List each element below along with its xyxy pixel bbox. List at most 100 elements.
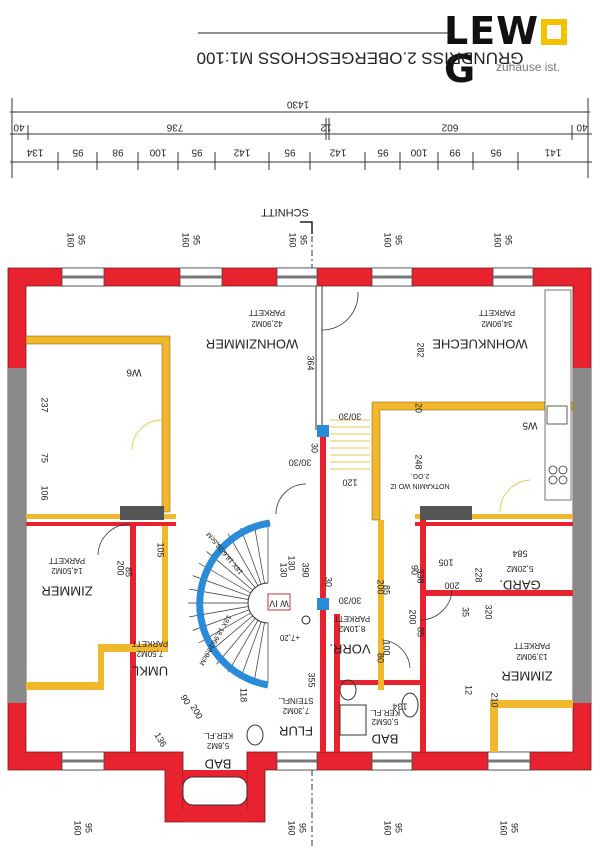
room-dimension: 237 <box>40 397 50 412</box>
window-width-label: 95 <box>394 823 404 833</box>
room-dimension: 364 <box>306 355 316 370</box>
dim-segment: 95 <box>72 146 84 157</box>
room-dimension: 20 <box>414 403 424 413</box>
room-dimension: 200 <box>444 581 459 591</box>
dim-total: 1430 <box>286 98 309 109</box>
window-width-label: 95 <box>504 235 514 245</box>
room-dimension: 120 <box>342 478 357 488</box>
window-height-label: 160 <box>499 820 509 835</box>
room-dimension: 130 <box>287 555 297 570</box>
stair-core <box>247 582 269 624</box>
kitchen-counter <box>544 289 572 501</box>
room-dimension: 30/30 <box>339 412 362 422</box>
stair-step <box>253 524 265 584</box>
logo-tagline: zuhause ist. <box>496 60 561 74</box>
room-name: UMKL <box>132 664 168 679</box>
room-area: 13,90M2 <box>516 652 548 661</box>
segment-ticks <box>11 152 589 170</box>
level-marker-icon <box>301 615 311 625</box>
windows <box>61 267 534 771</box>
room-name: GARD. <box>499 578 540 593</box>
stair-step <box>227 620 259 673</box>
room-area: 34,90M2 <box>481 319 513 328</box>
room-floor: PARKETT <box>132 639 168 648</box>
dim-segment: 99 <box>449 146 461 157</box>
zimmer-left-partition <box>26 526 168 690</box>
w6-marker: W6 <box>126 366 141 377</box>
logo-brand-right: G <box>444 47 477 91</box>
room-dimension: 80 <box>376 653 386 663</box>
room-name: WOHNKUECHE <box>432 337 528 352</box>
room-dimension: 248 <box>414 454 424 469</box>
room-dimension: 75 <box>40 453 50 463</box>
dim-segment: 95 <box>191 146 203 157</box>
room-dimension: 30/30 <box>339 596 362 606</box>
room-area: 7,50M2 <box>136 649 163 658</box>
stair-railing <box>196 519 271 689</box>
room-area: 5,8M2 <box>206 741 229 750</box>
window-width-label: 95 <box>77 235 87 245</box>
window-height-label: 160 <box>288 232 298 247</box>
room-name: ZIMMER <box>41 584 92 599</box>
stair-lower-flight <box>330 419 370 470</box>
lewog-logo: LEWG zuhause ist. <box>444 12 594 88</box>
room-name: ZIMMER <box>501 669 552 684</box>
dim-segment: 95 <box>490 146 502 157</box>
left-wall-grey <box>8 368 26 703</box>
doors-yellow <box>131 419 531 513</box>
room-area: 14,50M2 <box>51 566 83 575</box>
spiral-staircase <box>188 519 311 689</box>
partition-vorr <box>378 520 384 690</box>
partition-red-left <box>26 522 176 526</box>
room-dimension: 85 <box>124 567 134 577</box>
right-wall-grey <box>573 368 591 703</box>
dim-segment: 100 <box>149 146 166 157</box>
dim-segment: 95 <box>284 146 296 157</box>
room-name: WOHNZIMMER <box>206 337 298 352</box>
window-height-label: 160 <box>287 820 297 835</box>
room-dimension: 320 <box>484 604 494 619</box>
room-dimension: 118 <box>239 688 249 702</box>
column <box>317 598 329 610</box>
dim-segment: 142 <box>329 146 346 157</box>
room-area: 42,90M2 <box>251 319 283 328</box>
dim-segment: 98 <box>112 146 124 157</box>
room-dimension: 30/30 <box>289 458 312 468</box>
notkamin-floor: 2.OG. <box>411 472 430 479</box>
w5-partition <box>371 401 574 521</box>
stove-icon <box>548 465 568 485</box>
window-height-label: 160 <box>383 820 393 835</box>
interior-walls <box>25 286 574 752</box>
room-dimension: 338 <box>416 568 426 583</box>
dim-segment: 141 <box>544 146 561 157</box>
room-dimension: 355 <box>307 672 317 687</box>
window-height-label: 160 <box>66 232 76 247</box>
room-dimension: 228 <box>474 567 484 582</box>
section-arrow-icon <box>300 221 313 234</box>
window-height-label: 160 <box>73 820 83 835</box>
w4-marker: W IV <box>269 599 289 609</box>
wall-gard <box>420 590 573 596</box>
partition-band-left <box>26 514 176 519</box>
logo-o-square <box>541 19 568 45</box>
room-dimension: 134 <box>392 702 407 712</box>
logo-brand: LEWG <box>444 12 594 88</box>
room-area: 5,05M2 <box>371 717 398 726</box>
dim-left-section: 736 <box>166 121 183 132</box>
column <box>317 425 329 437</box>
level-label: +7,20 <box>279 633 300 642</box>
window-height-label: 160 <box>181 232 191 247</box>
dim-segment: 100 <box>410 146 427 157</box>
window-width-label: 95 <box>510 823 520 833</box>
room-floor: PARKETT <box>514 641 550 650</box>
zimmer-right-partition <box>490 700 573 752</box>
room-dimension: 35 <box>461 607 471 617</box>
chimney-left <box>120 506 164 520</box>
window-width-label: 95 <box>299 235 309 245</box>
dim-outer-left: 40 <box>13 121 25 132</box>
room-area: 8,10M2 <box>338 624 365 633</box>
stair-step <box>240 527 262 585</box>
room-name: BAD <box>205 757 232 772</box>
